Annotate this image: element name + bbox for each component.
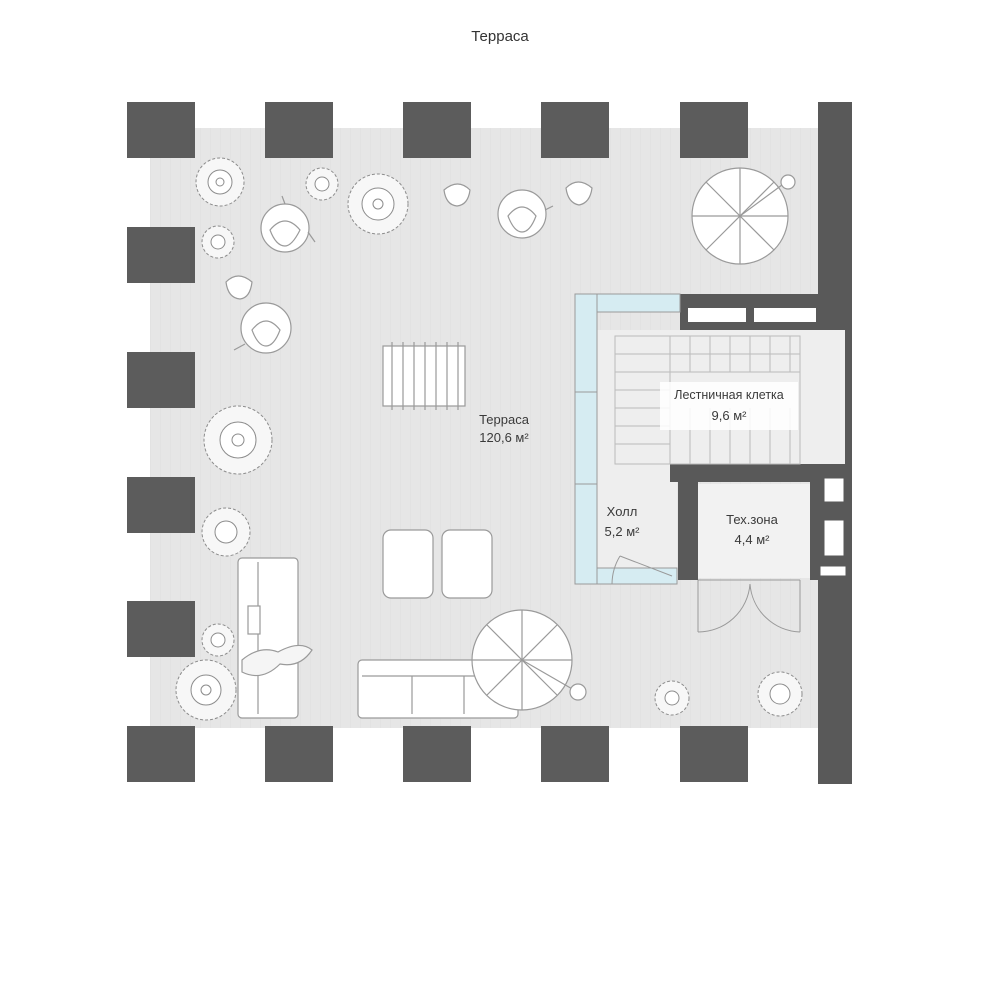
tech-label: Тех.зона <box>726 512 778 527</box>
egg-chair <box>260 195 316 253</box>
egg-chair <box>497 189 554 239</box>
pillar <box>541 102 609 158</box>
hall-area: 5,2 м² <box>605 524 641 539</box>
plant <box>305 167 339 201</box>
pillar <box>403 102 471 158</box>
plant <box>201 623 235 657</box>
pillar <box>403 726 471 782</box>
egg-chair <box>233 302 292 354</box>
pillar <box>127 227 195 283</box>
umbrella <box>691 167 796 265</box>
pillars <box>127 102 748 782</box>
plant <box>175 659 237 721</box>
blanket <box>241 644 313 677</box>
plant <box>203 405 273 475</box>
stair-label-bg <box>660 382 798 430</box>
pillar <box>680 102 748 158</box>
plant <box>201 507 251 557</box>
pillar <box>127 601 195 657</box>
pillar <box>265 102 333 158</box>
terrace-area: 120,6 м² <box>479 430 529 445</box>
plant <box>757 671 803 717</box>
hall-label: Холл <box>607 504 638 519</box>
plants <box>175 157 803 721</box>
page-title: Терраса <box>471 28 529 45</box>
tech-area: 4,4 м² <box>735 532 771 547</box>
plant <box>347 173 409 235</box>
pillar <box>265 726 333 782</box>
sofa-vertical <box>237 557 299 719</box>
ottoman <box>382 529 434 599</box>
foosball-table <box>382 342 466 410</box>
plant <box>654 680 690 716</box>
plant <box>201 225 235 259</box>
stool <box>565 181 593 206</box>
stairwell-label: Лестничная клетка <box>674 388 784 402</box>
terrace-label: Терраса <box>479 412 530 427</box>
umbrella <box>471 609 587 711</box>
stool <box>225 275 253 300</box>
stairwell-area: 9,6 м² <box>712 408 748 423</box>
hall-door <box>611 555 673 585</box>
ottoman <box>441 529 493 599</box>
core-block <box>574 293 847 633</box>
pillar <box>127 352 195 408</box>
tech-door <box>697 579 801 633</box>
stool <box>443 183 471 207</box>
pillar <box>127 726 195 782</box>
pillar <box>127 477 195 533</box>
pillar <box>680 726 748 782</box>
pillar <box>541 726 609 782</box>
plant <box>195 157 245 207</box>
glass-wall <box>574 293 598 585</box>
pillar <box>127 102 195 158</box>
